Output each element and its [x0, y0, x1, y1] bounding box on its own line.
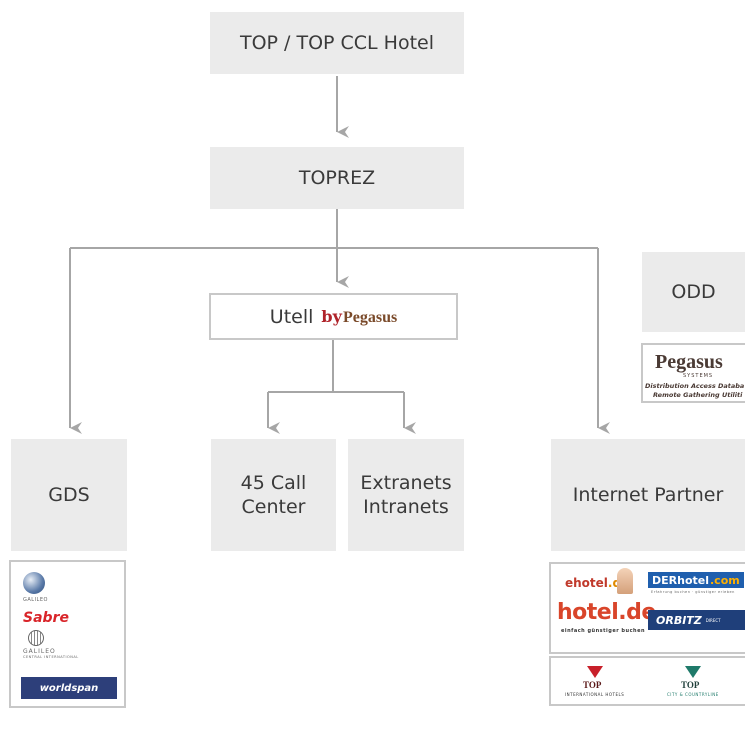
top-cityline-label: TOP — [681, 680, 700, 690]
node-internet-partner: Internet Partner — [551, 439, 745, 551]
node-gds: GDS — [11, 439, 127, 551]
galileo2-label: GALILEO — [23, 648, 56, 655]
extranets-line1: Extranets — [360, 472, 452, 494]
hotelde-logo: hotel.de — [557, 600, 656, 625]
top-international-label: TOP — [583, 680, 602, 690]
top-international-logo-icon — [587, 666, 603, 678]
derhotel-logo: DERhotel.com — [648, 572, 744, 588]
extranets-line2: Intranets — [363, 496, 449, 518]
node-call-center: 45 Call Center — [211, 439, 336, 551]
call-center-line2: Center — [241, 496, 306, 518]
node-top-hotel-label: TOP / TOP CCL Hotel — [239, 32, 435, 54]
worldspan-label: worldspan — [39, 682, 99, 694]
call-center-line1: 45 Call — [240, 472, 307, 494]
top-cityline-logo-icon — [685, 666, 701, 678]
galileo-globe-icon — [23, 572, 45, 594]
pegasus-logo-card: Pegasus SYSTEMS Distribution Access Data… — [641, 343, 745, 403]
derhotel-tagline: Erfahrung buchen · günstiger erleben — [651, 590, 735, 594]
utell-label: Utell — [269, 305, 314, 328]
partner-logos-card: ehotel.de DERhotel.com Erfahrung buchen … — [549, 562, 745, 654]
node-extranets: Extranets Intranets — [348, 439, 464, 551]
galileo2-sub: CENTRAL INTERNATIONAL — [23, 655, 79, 659]
node-utell: Utell by Pegasus — [209, 293, 458, 340]
hotelde-tagline: einfach günstiger buchen — [561, 628, 646, 634]
pegasus-line1: Distribution Access Databa — [645, 382, 745, 390]
utell-pegasus-label: Pegasus — [342, 308, 398, 326]
orbitz-logo: ORBITZ DIRECT — [648, 610, 745, 630]
galileo-label: GALILEO — [23, 597, 48, 603]
node-toprez: TOPREZ — [210, 147, 464, 209]
top-logos-card: TOP INTERNATIONAL HOTELS TOP CITY & COUN… — [549, 656, 745, 706]
node-gds-label: GDS — [48, 484, 90, 506]
worldspan-logo: worldspan — [21, 677, 117, 699]
node-odd-label: ODD — [671, 281, 716, 303]
pegasus-logo: Pegasus — [655, 351, 723, 374]
orbitz-label: ORBITZ — [656, 613, 702, 627]
derhotel-label: DERhotel — [652, 573, 709, 587]
pegasus-name: Pegasus — [655, 351, 723, 373]
utell-pegasus-logo: by Pegasus — [321, 307, 397, 327]
top-international-sub: INTERNATIONAL HOTELS — [565, 692, 625, 697]
top-cityline-sub: CITY & COUNTRYLINE — [667, 692, 719, 697]
node-top-hotel: TOP / TOP CCL Hotel — [210, 12, 464, 74]
node-odd: ODD — [642, 252, 745, 332]
ehotel-person-icon — [617, 568, 633, 594]
utell-by-label: by — [321, 306, 342, 326]
orbitz-suffix: DIRECT — [705, 617, 721, 623]
gds-logos-card: GALILEO Sabre GALILEO CENTRAL INTERNATIO… — [9, 560, 126, 708]
derhotel-suffix: .com — [710, 573, 740, 587]
galileo-emblem-icon — [28, 630, 44, 646]
pegasus-tagline: SYSTEMS — [683, 373, 714, 379]
node-toprez-label: TOPREZ — [298, 167, 376, 189]
ehotel-label: ehotel — [565, 576, 608, 590]
sabre-logo: Sabre — [23, 610, 69, 626]
node-internet-partner-label: Internet Partner — [572, 484, 724, 506]
pegasus-line2: Remote Gathering Utiliti — [653, 391, 743, 399]
